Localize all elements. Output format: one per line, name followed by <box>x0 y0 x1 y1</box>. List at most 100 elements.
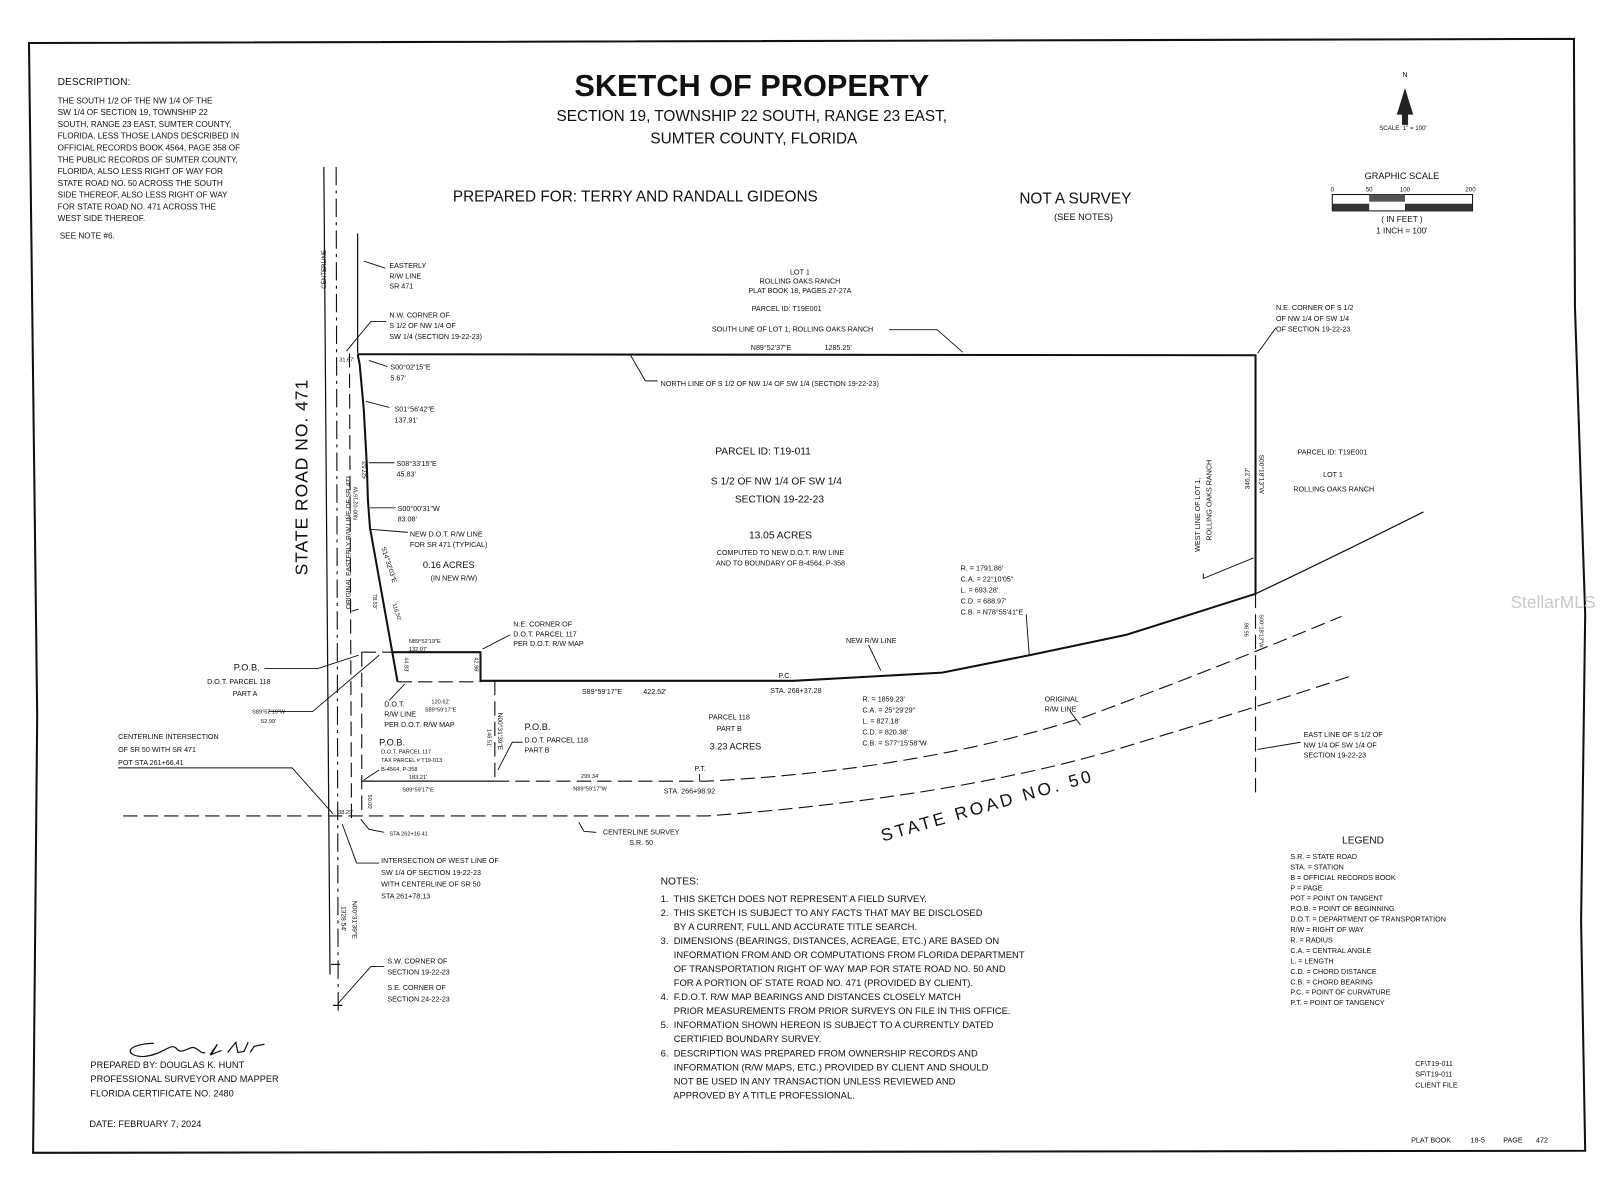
plat-page-label: PAGE <box>1503 1137 1523 1145</box>
description-body-line: FLORIDA, ALSO LESS RIGHT OF WAY FOR <box>58 167 223 176</box>
parcel-description: S 1/2 OF NW 1/4 OF SW 1/4 <box>711 476 842 487</box>
legend-items-line: C.B. = CHORD BEARING <box>1290 978 1373 986</box>
scale-tick-200: 200 <box>1465 186 1476 193</box>
ne-corner-label-line: N.E. CORNER OF S 1/2 <box>1276 304 1354 312</box>
sr471-label: STATE ROAD NO. 471 <box>291 379 311 576</box>
north-line-bearing: N89°52'37"E <box>751 344 792 352</box>
not-a-survey: NOT A SURVEY <box>1019 191 1131 208</box>
new-dot-rw-label-line: FOR SR 471 (TYPICAL) <box>410 541 488 549</box>
legend-items-line: P.O.B. = POINT OF BEGINNING <box>1290 905 1395 913</box>
pob-a-part: PART A <box>233 690 258 698</box>
pob-a-parcel: D.O.T. PARCEL 118 <box>207 678 271 686</box>
plat-page-number: 472 <box>1536 1137 1548 1145</box>
scale-tick-50: 50 <box>1366 186 1373 193</box>
sta-262: STA 262+16.41 <box>389 831 428 837</box>
notes-list-line: 4. F.D.O.T. R/W MAP BEARINGS AND DISTANC… <box>661 991 961 1002</box>
parcel-118b-south-call-line: 299.34' <box>581 774 599 780</box>
description-body-line: SOUTH, RANGE 23 EAST, SUMTER COUNTY, <box>58 120 232 129</box>
easterly-rw-label-line: R/W LINE <box>389 272 421 280</box>
notes-list-line: INFORMATION FROM AND OR COMPUTATIONS FRO… <box>661 949 1025 960</box>
see-notes: (SEE NOTES) <box>1054 212 1113 222</box>
pob-117-detail-line: D.O.T. PARCEL 117 <box>381 750 431 756</box>
offset-50: 50.00' <box>366 794 372 809</box>
ne-corner-label-line: OF SECTION 19-22-23 <box>1276 326 1350 334</box>
file-references-line: CF\T19-011 <box>1415 1060 1453 1068</box>
pob-b-parcel: D.O.T. PARCEL 118 <box>525 736 589 744</box>
new-rw-line-label: NEW R/W LINE <box>846 637 897 645</box>
survey-linework <box>123 166 1424 1012</box>
west-call-3-line: S08°33'15"E <box>397 460 437 468</box>
description-body-line: SW 1/4 OF SECTION 19, TOWNSHIP 22 <box>58 108 209 117</box>
parcel-118b-label-line: PART B <box>717 725 742 733</box>
scale-tick-100: 100 <box>1400 186 1411 193</box>
drawing-border <box>27 37 1587 1154</box>
west-line-lot1-label-2: ROLLING OAKS RANCH <box>1206 460 1214 541</box>
parcel-118b-south-call: 299.34'N89°59'17"W <box>573 774 607 792</box>
description-body-line: THE PUBLIC RECORDS OF SUMTER COUNTY, <box>58 155 238 164</box>
intersection-west-line-label-line: WITH CENTERLINE OF SR 50 <box>381 881 480 889</box>
pob-a-call-line: 52.99' <box>261 719 276 725</box>
ne-corner-117-label-line: N.E. CORNER OF <box>513 621 572 629</box>
notes-list-line: 1. THIS SKETCH DOES NOT REPRESENT A FIEL… <box>661 893 927 904</box>
curve-1-data-line: R. = 1791.86' <box>961 564 1004 572</box>
curve-2-data-line: C.D. = 820.38' <box>862 728 908 736</box>
original-rw-label-line: ORIGINAL <box>1045 695 1079 703</box>
parcel-118b-east-bearing: N00°31'39"E <box>496 713 504 751</box>
sw-corner-label: S.W. CORNER OF <box>387 957 448 965</box>
pob-a-call-line: S89°52'19"W <box>252 710 286 716</box>
parcel-118b-label-line: PARCEL 118 <box>709 714 750 722</box>
nw-offset: 31.67' <box>339 357 354 363</box>
p117-north-call-line: N89°52'19"E <box>409 639 441 645</box>
pt-label: P.T. <box>694 765 705 773</box>
pc-station: STA. 268+37.28 <box>770 687 821 695</box>
south-line-bearing: S89°59'17"E <box>582 688 622 696</box>
legend-items-line: S.R. = STATE ROAD <box>1290 853 1357 861</box>
notes-list-line: APPROVED BY A TITLE PROFESSIONAL. <box>661 1089 855 1100</box>
centerline-intersection-label-line: CENTERLINE INTERSECTION <box>118 733 219 741</box>
original-rw-label-line: R/W LINE <box>1045 706 1077 714</box>
watermark: StellarMLS <box>1510 592 1595 612</box>
page-title: SKETCH OF PROPERTY <box>574 68 929 103</box>
se-corner-label: S.E. CORNER OF <box>387 984 446 992</box>
parcel-118b-acres: 3.23 ACRES <box>710 741 762 751</box>
plat-book-label: PLAT BOOK <box>1411 1137 1451 1145</box>
north-line-distance: 1285.25' <box>825 344 852 352</box>
centerline-survey-label-line: CENTERLINE SURVEY <box>603 828 680 836</box>
pt-station: STA. 266+98.92 <box>664 787 715 795</box>
description-heading: DESCRIPTION: <box>58 77 131 88</box>
notes-list-line: BY A CURRENT, FULL AND ACCURATE TITLE SE… <box>661 921 917 932</box>
section-line-bearing: N00°31'39"E <box>351 901 359 939</box>
prepared-for: PREPARED FOR: TERRY AND RANDALL GIDEONS <box>453 189 818 206</box>
pob-b-part: PART B <box>525 747 550 755</box>
scale-tick-0: 0 <box>1331 186 1335 193</box>
new-dot-rw-label-line: NEW D.O.T. R/W LINE <box>410 530 483 538</box>
sr50-centerline <box>123 675 1352 817</box>
curve-2-data: R. = 1859.23'C.A. = 25°29'29"L. = 827.18… <box>862 695 926 747</box>
notes-list-line: OF TRANSPORTATION RIGHT OF WAY MAP FOR S… <box>661 963 1006 974</box>
parcel-118b-east-distance: 146.51' <box>486 729 492 747</box>
ne-corner-117-label-line: PER D.O.T. R/W MAP <box>513 640 584 648</box>
west-call-2-line: 137.91' <box>395 416 418 424</box>
east-line-distance: 346.27' <box>1244 468 1251 490</box>
pc-label: P.C. <box>778 672 791 680</box>
curve-2-data-line: L. = 827.18' <box>862 717 899 725</box>
description-body-line: STATE ROAD NO. 50 ACROSS THE SOUTH <box>58 179 223 188</box>
dot-rw-label-line: R/W LINE <box>384 711 416 719</box>
leader-lines <box>118 260 1301 1004</box>
title-county: SUMTER COUNTY, FLORIDA <box>650 130 858 147</box>
description-body-line: FLORIDA, LESS THOSE LANDS DESCRIBED IN <box>58 132 239 141</box>
lot1-north-label-line: PLAT BOOK 18, PAGES 27-27A <box>748 287 851 295</box>
legend-items-line: P.T. = POINT OF TANGENCY <box>1290 999 1385 1007</box>
pob-117-detail-line: TAX PARCEL # T19-013 <box>381 758 442 764</box>
new-rw-note: (IN NEW R/W) <box>431 575 478 583</box>
intersection-west-line-label-line: INTERSECTION OF WEST LINE OF <box>381 857 499 865</box>
legend-items-line: C.A. = CENTRAL ANGLE <box>1290 947 1371 955</box>
new-rw-acres: 0.16 ACRES <box>423 560 475 570</box>
